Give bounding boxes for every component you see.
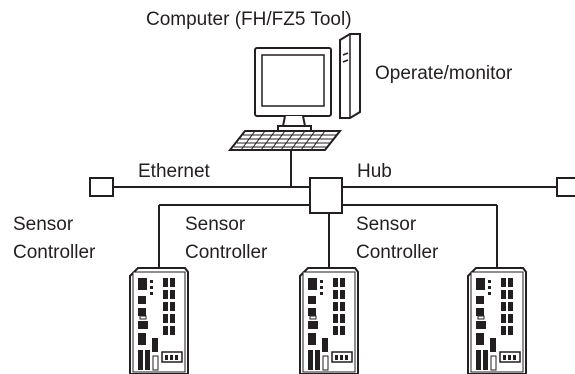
hub-icon bbox=[309, 177, 343, 214]
controller-label-2: Controller bbox=[185, 242, 268, 263]
sensor-label-3: Sensor bbox=[356, 214, 417, 235]
computer-label: Computer (FH/FZ5 Tool) bbox=[146, 9, 352, 30]
sensor-controller-icon-3 bbox=[467, 267, 527, 374]
sensor-controller-icon-1 bbox=[129, 267, 189, 374]
hub-label: Hub bbox=[357, 161, 392, 182]
controller-label-1: Controller bbox=[13, 242, 96, 263]
computer-icon bbox=[227, 33, 361, 151]
sensor-controller-icon-2 bbox=[299, 267, 359, 374]
sensor-label-1: Sensor bbox=[13, 214, 74, 235]
ethernet-label: Ethernet bbox=[138, 161, 210, 182]
operate-monitor-label: Operate/monitor bbox=[375, 63, 513, 84]
sensor-label-2: Sensor bbox=[185, 214, 246, 235]
right-terminator bbox=[556, 177, 575, 197]
left-terminator bbox=[89, 177, 114, 197]
controller-label-3: Controller bbox=[356, 242, 439, 263]
